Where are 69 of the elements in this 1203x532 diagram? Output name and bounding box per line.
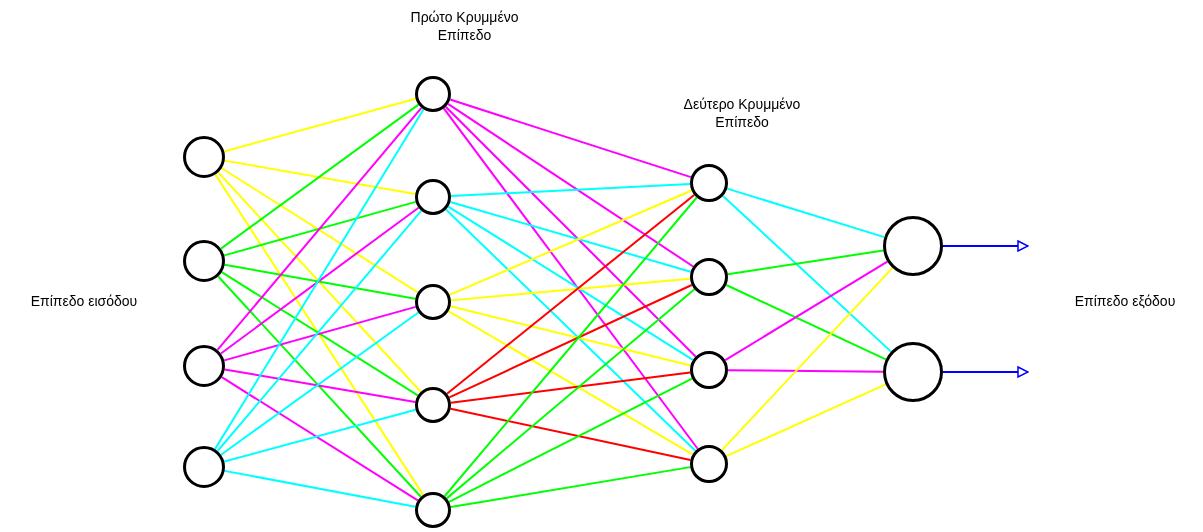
connection-line xyxy=(223,159,417,195)
connection-line xyxy=(445,288,696,500)
connection-line xyxy=(449,305,692,367)
connection-line xyxy=(725,383,887,458)
neuron-circle xyxy=(415,179,451,215)
connection-line xyxy=(448,284,693,399)
neuron-circle xyxy=(183,446,225,488)
connection-line xyxy=(448,189,693,296)
connection-line xyxy=(449,371,692,404)
connection-line xyxy=(449,407,692,462)
layer-label: Επίπεδο εξόδου xyxy=(1073,292,1177,310)
connection-line xyxy=(219,206,420,355)
connection-line xyxy=(216,106,423,351)
neuron-circle xyxy=(690,258,728,296)
neuron-circle xyxy=(415,76,451,112)
connection-line xyxy=(214,173,425,496)
connection-line xyxy=(727,369,884,373)
neuron-circle xyxy=(690,351,728,389)
connection-line xyxy=(216,209,423,452)
connection-line xyxy=(223,305,417,362)
connection-line xyxy=(725,284,887,361)
connection-line xyxy=(721,194,892,353)
connection-line xyxy=(220,167,419,294)
neuron-circle xyxy=(415,492,451,528)
neuron-circle xyxy=(690,164,728,202)
neuron-circle xyxy=(183,240,225,282)
connection-line xyxy=(444,105,697,358)
neuron-circle xyxy=(415,387,451,423)
connection-line xyxy=(217,275,422,498)
output-arrow xyxy=(942,366,1029,378)
connection-line xyxy=(217,171,422,393)
layer-label: Επίπεδο εισόδου xyxy=(29,292,139,310)
neuron-circle xyxy=(883,216,943,276)
connection-line xyxy=(449,201,692,273)
connection-line xyxy=(724,260,889,362)
connection-line xyxy=(447,102,695,268)
connection-line xyxy=(442,107,699,450)
connection-line xyxy=(219,103,420,250)
connection-line xyxy=(449,98,692,179)
connection-line xyxy=(223,408,417,463)
connection-line xyxy=(726,187,886,239)
output-arrow xyxy=(942,240,1029,252)
connection-line xyxy=(223,200,417,257)
connection-line xyxy=(447,205,694,361)
connection-line xyxy=(223,97,417,153)
connection-line xyxy=(726,249,885,276)
connection-line xyxy=(450,182,691,198)
connection-line xyxy=(449,466,692,509)
neuron-circle xyxy=(183,345,225,387)
connection-line xyxy=(443,196,698,498)
connection-line xyxy=(721,266,894,452)
layer-label: Πρώτο Κρυμμένο Επίπεδο xyxy=(409,8,520,44)
neuron-circle xyxy=(883,342,943,402)
connection-line xyxy=(220,271,419,397)
connection-line xyxy=(220,376,419,502)
connection-line xyxy=(444,208,697,452)
connection-line xyxy=(223,469,417,508)
connection-line xyxy=(223,263,417,300)
connection-line xyxy=(446,193,696,395)
connection-line xyxy=(449,277,692,302)
neuron-circle xyxy=(415,284,451,320)
neuron-circle xyxy=(690,445,728,483)
connection-line xyxy=(220,311,420,456)
layer-label: Δεύτερο Κρυμμένο Επίπεδο xyxy=(682,95,802,131)
connection-line xyxy=(214,108,425,451)
neuron-circle xyxy=(183,136,225,178)
connection-line xyxy=(447,310,694,456)
connection-line xyxy=(448,377,694,503)
connection-line xyxy=(223,368,417,403)
